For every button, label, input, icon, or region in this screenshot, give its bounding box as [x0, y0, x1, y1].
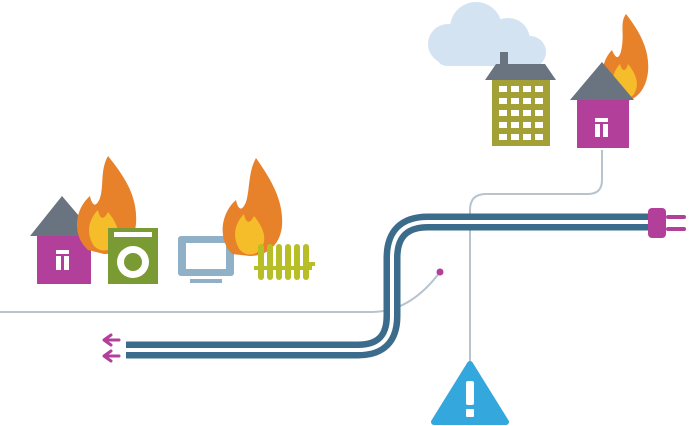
arrow-icon [102, 333, 121, 363]
power-cable [126, 213, 648, 359]
electric-plug-icon [648, 208, 686, 238]
thin-wire-left [0, 268, 444, 313]
apartment-building-icon [485, 52, 556, 146]
tv-icon [178, 236, 234, 283]
cloud-icon [428, 2, 546, 68]
warning-sign-icon [431, 361, 509, 425]
radiator-icon [254, 244, 315, 280]
flame-icon [222, 158, 283, 256]
thin-wire-warning [469, 150, 603, 370]
house-icon [570, 14, 649, 148]
washing-machine-icon [108, 228, 158, 284]
